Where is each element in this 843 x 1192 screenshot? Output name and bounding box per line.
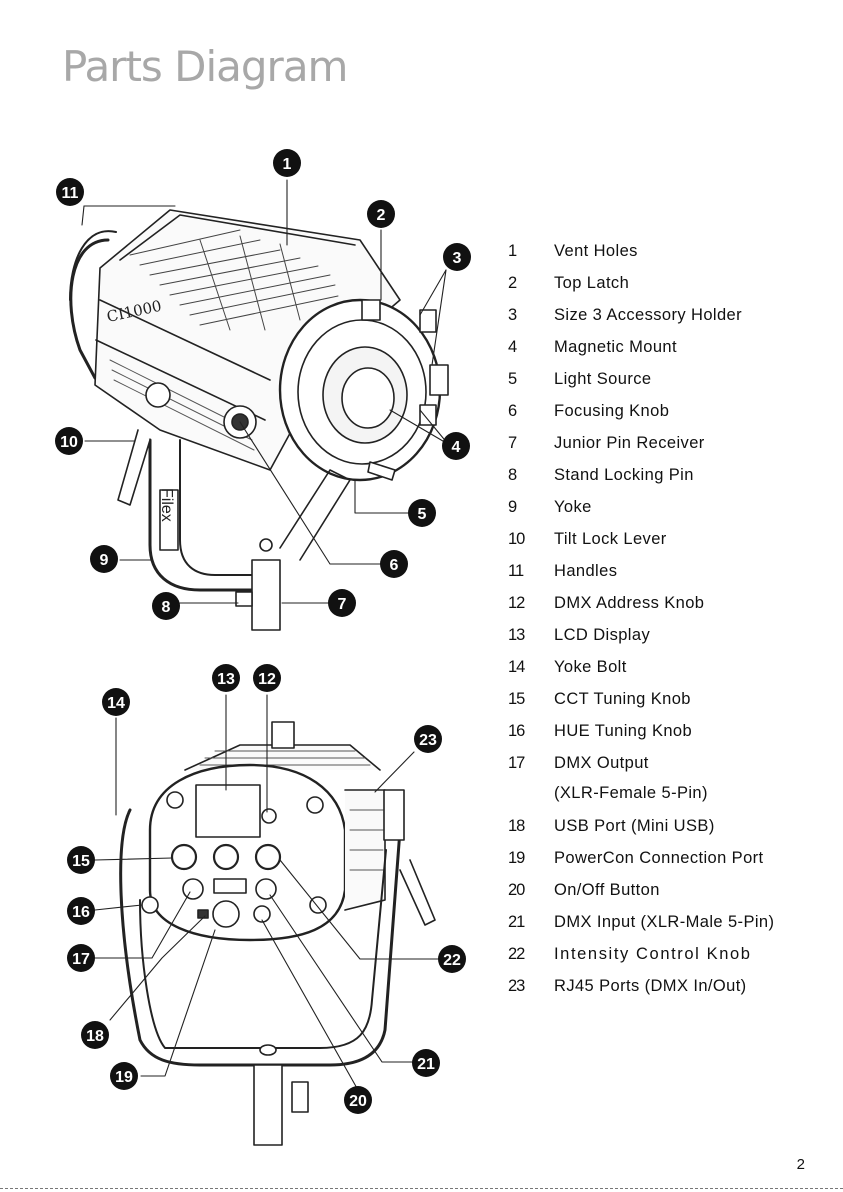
svg-text:7: 7 <box>338 596 347 613</box>
callout-17: 17 <box>67 944 95 972</box>
page-number: 2 <box>796 1156 805 1173</box>
callout-5: 5 <box>408 499 436 527</box>
svg-text:6: 6 <box>390 557 399 574</box>
brand-label: Filex <box>158 488 175 522</box>
svg-text:19: 19 <box>115 1069 133 1086</box>
svg-text:17: 17 <box>72 951 90 968</box>
callout-7: 7 <box>328 589 356 617</box>
callout-13: 13 <box>212 664 240 692</box>
callout-23: 23 <box>414 725 442 753</box>
svg-text:12: 12 <box>258 671 276 688</box>
svg-text:10: 10 <box>60 434 78 451</box>
svg-text:21: 21 <box>417 1056 435 1073</box>
callout-8: 8 <box>152 592 180 620</box>
svg-text:8: 8 <box>162 599 171 616</box>
callout-6: 6 <box>380 550 408 578</box>
light-rear-view <box>119 721 436 1146</box>
callout-9: 9 <box>90 545 118 573</box>
callout-12: 12 <box>253 664 281 692</box>
callout-22: 22 <box>438 945 466 973</box>
part-item-subtitle: (XLR-Female 5-Pin) <box>554 784 708 802</box>
svg-text:3: 3 <box>453 250 462 267</box>
svg-text:5: 5 <box>418 506 427 523</box>
callout-21: 21 <box>412 1049 440 1077</box>
callout-11: 11 <box>56 178 84 206</box>
svg-text:1: 1 <box>283 156 292 173</box>
callout-1: 1 <box>273 149 301 177</box>
callout-15: 15 <box>67 846 95 874</box>
page-title: Parts Diagram <box>62 42 348 91</box>
light-top-view: CI1000 Filex <box>69 209 449 631</box>
callout-20: 20 <box>344 1086 372 1114</box>
svg-text:23: 23 <box>419 732 437 749</box>
svg-text:11: 11 <box>62 185 79 202</box>
svg-text:18: 18 <box>86 1028 104 1045</box>
svg-text:15: 15 <box>72 853 90 870</box>
svg-text:20: 20 <box>349 1093 367 1110</box>
callout-16: 16 <box>67 897 95 925</box>
svg-text:4: 4 <box>452 439 461 456</box>
callout-3: 3 <box>443 243 471 271</box>
svg-text:2: 2 <box>377 207 386 224</box>
svg-text:16: 16 <box>72 904 90 921</box>
svg-text:22: 22 <box>443 952 461 969</box>
footer-divider <box>0 1188 843 1189</box>
svg-text:9: 9 <box>100 552 109 569</box>
svg-text:14: 14 <box>107 695 125 712</box>
callout-4: 4 <box>442 432 470 460</box>
callout-19: 19 <box>110 1062 138 1090</box>
svg-text:13: 13 <box>217 671 235 688</box>
callout-badges: 1 2 3 4 5 6 7 8 9 10 11 12 13 14 15 16 1… <box>55 149 471 1114</box>
callout-14: 14 <box>102 688 130 716</box>
callout-10: 10 <box>55 427 83 455</box>
callout-18: 18 <box>81 1021 109 1049</box>
callout-2: 2 <box>367 200 395 228</box>
